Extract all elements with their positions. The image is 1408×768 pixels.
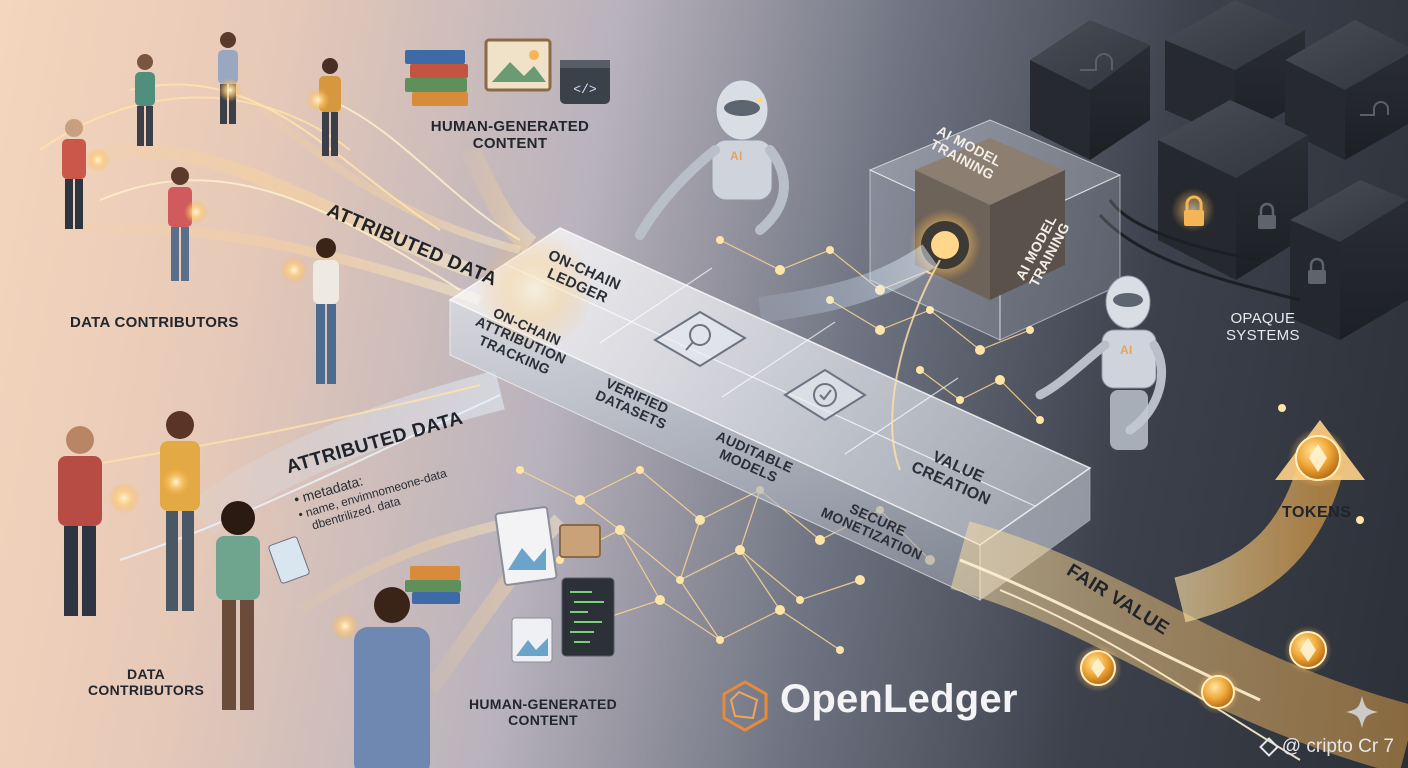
sparkle-icon (1346, 696, 1378, 728)
openledger-brand: OpenLedger (722, 676, 1018, 722)
data-contributors-label-top: DATA CONTRIBUTORS (70, 314, 239, 331)
watermark: @ cripto Cr 7 (1258, 736, 1394, 758)
content-icons-bottom (405, 506, 615, 663)
contributors-bottom-group (58, 411, 430, 768)
robot-right (1035, 275, 1166, 450)
token-coins (1074, 404, 1364, 714)
opaque-systems-label: OPAQUE SYSTEMS (1226, 310, 1300, 345)
human-content-label-top: HUMAN-GENERATED CONTENT (430, 118, 590, 153)
tokens-label: TOKENS (1282, 504, 1352, 521)
svg-text:</>: </> (573, 82, 597, 97)
robot-badge-right: AI (1120, 343, 1133, 357)
brand-name: OpenLedger (780, 676, 1018, 721)
data-contributors-label-bottom: DATA CONTRIBUTORS (88, 666, 205, 699)
contributors-top-group (62, 32, 341, 384)
content-icons-top: </> (405, 38, 610, 106)
ledger-slab (448, 227, 1092, 601)
attributed-data-flow-bottom (59, 370, 566, 695)
logo-spacer (722, 676, 768, 722)
robot-top (635, 79, 789, 240)
watermark-text: @ cripto Cr 7 (1281, 736, 1394, 757)
network-nodes (516, 236, 1044, 654)
opaque-systems-cubes (1030, 0, 1408, 340)
human-content-label-bottom: HUMAN-GENERATED CONTENT (468, 696, 618, 729)
diamond-icon (1258, 737, 1279, 757)
robot-badge-top: AI (730, 149, 743, 163)
ai-training-cube (758, 119, 1122, 471)
openledger-logo-mark (722, 680, 768, 732)
